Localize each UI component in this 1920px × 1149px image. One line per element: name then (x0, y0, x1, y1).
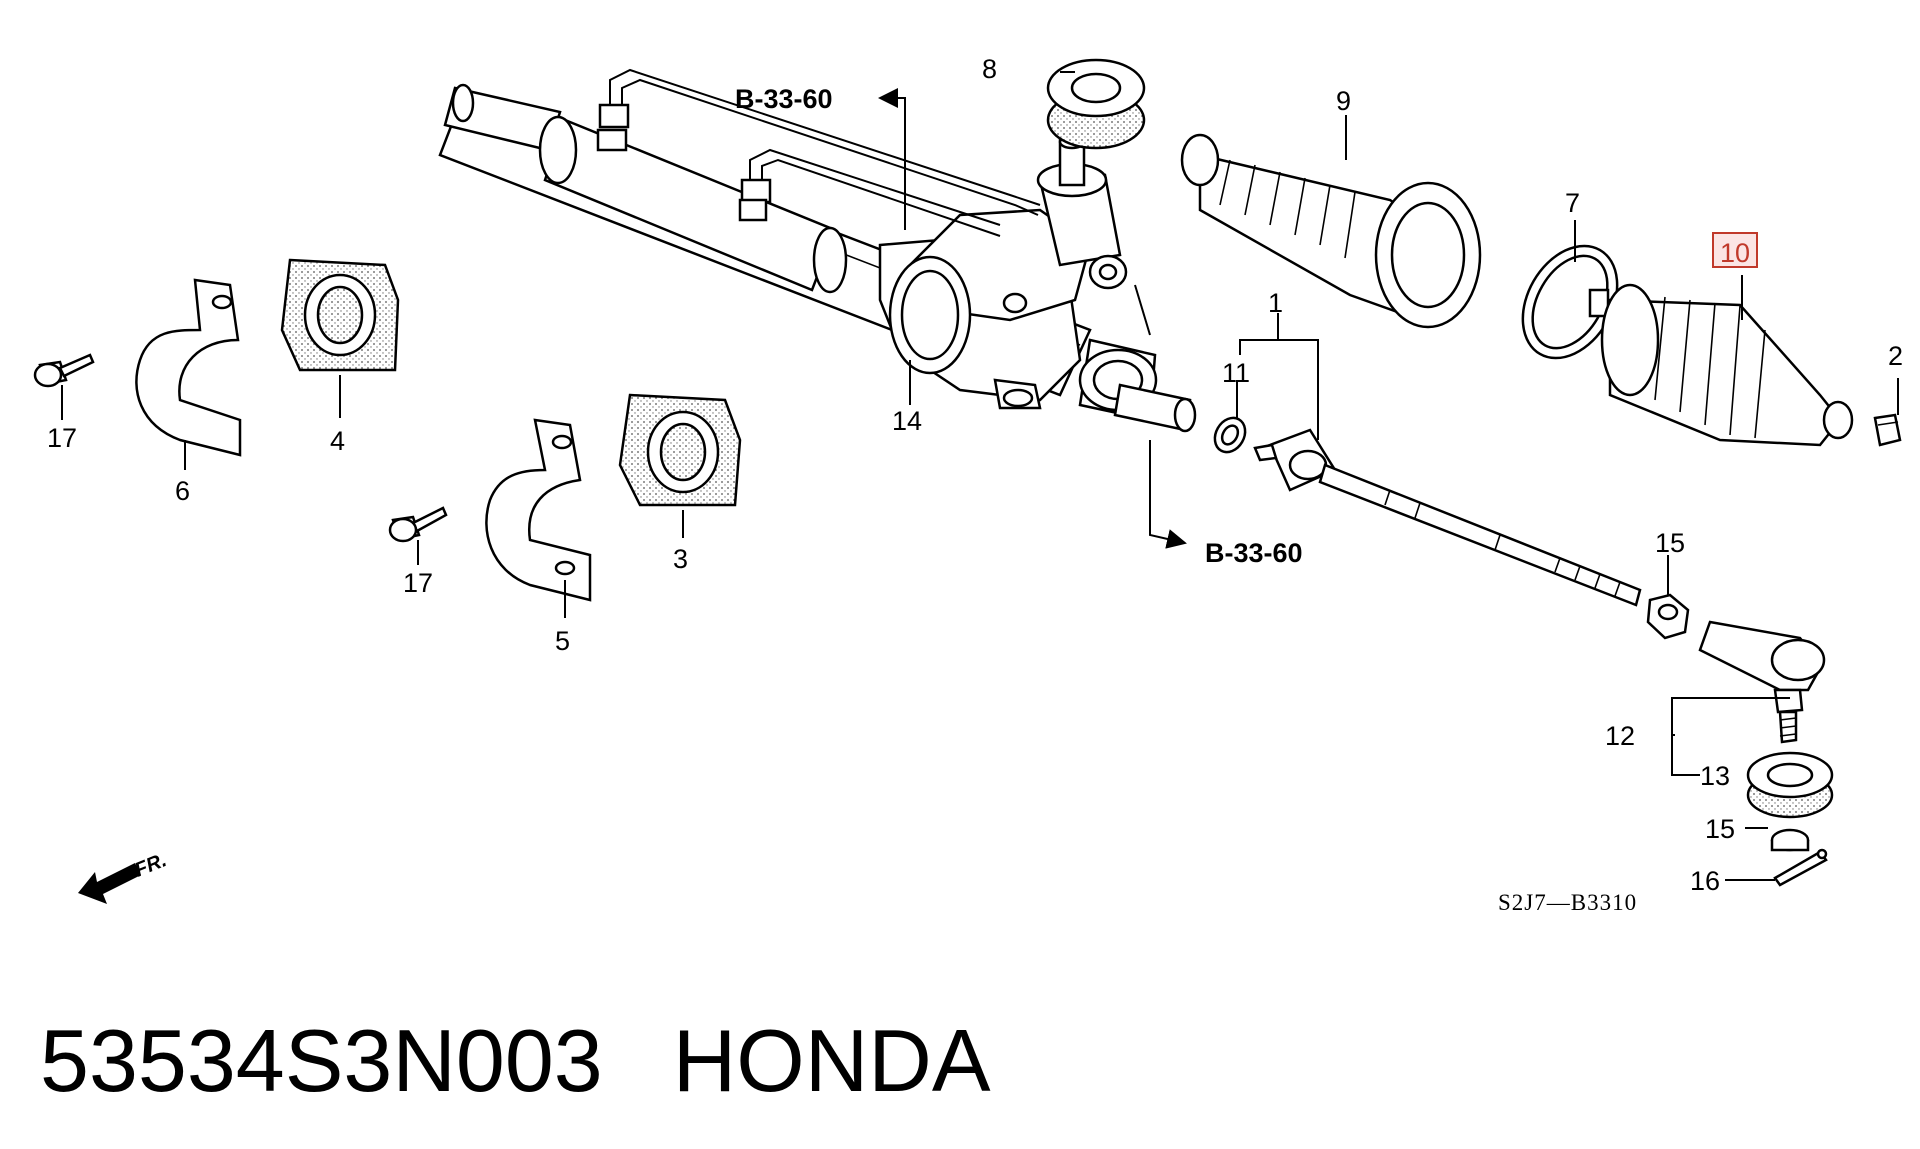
boot-clamp-7 (1521, 244, 1619, 360)
callout-10-highlight-box (1712, 232, 1758, 268)
callout-16: 16 (1690, 866, 1720, 896)
dust-seal-8 (1046, 58, 1146, 150)
bushing-3 (618, 393, 742, 507)
part-number: 53534S3N003 (40, 1011, 603, 1110)
callout-12: 12 (1605, 721, 1635, 751)
callout-13: 13 (1700, 761, 1730, 791)
part-caption: 53534S3N003 HONDA (40, 1010, 991, 1112)
callout-17-right: 17 (403, 568, 433, 598)
nut-15-lower (1770, 828, 1810, 852)
rack-boot-10 (1600, 283, 1854, 447)
callout-5: 5 (555, 626, 570, 656)
callout-14: 14 (892, 406, 922, 436)
tie-rod-1 (1213, 416, 1642, 607)
callout-17-left: 17 (47, 423, 77, 453)
callout-3: 3 (673, 544, 688, 574)
boot-clip-2 (1873, 413, 1902, 447)
rack-housing (438, 83, 1197, 433)
callout-9: 9 (1336, 86, 1351, 116)
ball-joint-boot-13 (1746, 751, 1834, 819)
bolt-17-right (388, 506, 448, 543)
brand-name: HONDA (672, 1011, 991, 1110)
callout-15-lower: 15 (1705, 814, 1735, 844)
tie-rod-end-12 (1698, 620, 1826, 744)
callout-8: 8 (982, 54, 997, 84)
callout-6: 6 (175, 476, 190, 506)
bolt-17-left (33, 353, 95, 388)
leader-lines (61, 71, 1899, 881)
rack-boot-9 (1180, 133, 1482, 329)
callout-15-upper: 15 (1655, 528, 1685, 558)
reference-top: B-33-60 (735, 84, 833, 114)
diagram-code: S2J7—B3310 (1498, 890, 1637, 915)
reference-bottom: B-33-60 (1205, 538, 1303, 568)
callout-labels: 1 2 3 4 5 6 7 8 9 10 11 12 13 14 15 15 1… (47, 54, 1903, 915)
bracket-6 (135, 278, 242, 457)
callout-10: 10 (1720, 238, 1750, 268)
callout-1: 1 (1268, 288, 1283, 318)
front-direction-arrow: FR. (78, 849, 170, 904)
bracket-5 (485, 418, 592, 602)
callout-4: 4 (330, 426, 345, 456)
cotter-pin-16 (1773, 848, 1828, 887)
callout-7: 7 (1565, 188, 1580, 218)
callout-2: 2 (1888, 341, 1903, 371)
nut-15-upper (1646, 593, 1690, 640)
bushing-4 (280, 258, 400, 372)
callout-11: 11 (1222, 358, 1250, 388)
front-direction-label: FR. (132, 849, 170, 881)
hydraulic-lines (596, 68, 1041, 237)
